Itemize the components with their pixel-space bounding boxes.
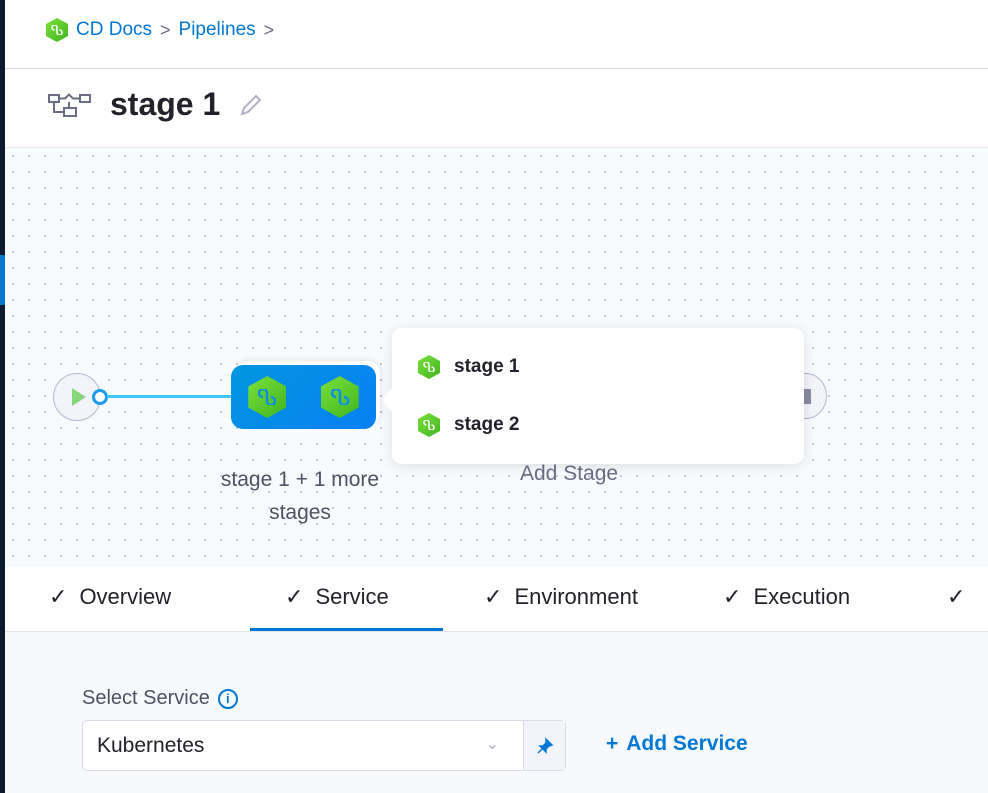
tab-label: Overview xyxy=(79,584,172,609)
label-text: Select Service xyxy=(82,687,210,709)
check-icon: ✓ xyxy=(947,584,966,609)
check-icon: ✓ xyxy=(723,584,742,609)
page-header: stage 1 xyxy=(48,86,264,123)
grouped-stage-node[interactable] xyxy=(231,365,376,429)
cd-module-icon xyxy=(46,18,68,42)
deploy-stage-icon xyxy=(418,413,440,437)
deploy-stage-icon xyxy=(320,376,359,418)
stage-tabs: ✓ Overview ✓ Service ✓ Environment ✓ Executi… xyxy=(5,568,988,632)
stop-icon xyxy=(804,389,811,404)
breadcrumb: CD Docs > Pipelines > xyxy=(46,18,274,42)
check-icon: ✓ xyxy=(285,584,304,609)
select-service-label: Select Service i xyxy=(82,687,238,710)
popup-item-label: stage 2 xyxy=(454,414,520,435)
deploy-stage-icon xyxy=(248,376,287,418)
info-icon[interactable]: i xyxy=(217,688,238,709)
check-icon: ✓ xyxy=(484,584,503,609)
pipeline-stage-icon xyxy=(48,92,91,117)
left-nav-strip xyxy=(0,0,5,793)
chevron-right-icon: > xyxy=(160,19,171,40)
tab-next-partial[interactable]: ✓ xyxy=(947,584,965,610)
stage-group-popup: stage 1 stage 2 xyxy=(382,328,804,464)
edit-pencil-icon[interactable] xyxy=(238,92,264,118)
plus-icon: + xyxy=(606,732,619,755)
active-tab-underline xyxy=(250,628,443,631)
check-icon: ✓ xyxy=(49,584,68,609)
chevron-down-icon[interactable]: ⌄ xyxy=(485,736,499,753)
tab-execution[interactable]: ✓ Execution xyxy=(723,584,850,610)
popup-item-stage-2[interactable]: stage 2 xyxy=(418,413,519,437)
breadcrumb-pipelines[interactable]: Pipelines xyxy=(178,19,256,40)
popup-item-stage-1[interactable]: stage 1 xyxy=(418,355,519,379)
connector-port[interactable] xyxy=(92,389,108,405)
deploy-stage-icon xyxy=(418,355,440,379)
page-title: stage 1 xyxy=(110,86,221,122)
service-select[interactable]: Kubernetes ⌄ xyxy=(82,720,566,771)
service-select-value: Kubernetes xyxy=(97,734,205,757)
tab-service[interactable]: ✓ Service xyxy=(285,584,389,610)
chevron-right-icon: > xyxy=(263,19,275,40)
grouped-stage-label: stage 1 + 1 more stages xyxy=(220,468,380,524)
add-service-label: Add Service xyxy=(626,732,748,755)
breadcrumb-cd-docs[interactable]: CD Docs xyxy=(76,19,153,40)
add-service-button[interactable]: + Add Service xyxy=(606,732,748,756)
divider xyxy=(5,68,988,69)
add-stage-button[interactable]: Add Stage xyxy=(520,462,619,485)
tab-overview[interactable]: ✓ Overview xyxy=(49,584,171,610)
pipeline-start-node[interactable] xyxy=(53,373,101,421)
connector-line xyxy=(107,395,232,398)
popup-item-label: stage 1 xyxy=(454,356,520,377)
play-icon xyxy=(72,388,86,406)
tab-label: Environment xyxy=(514,584,638,609)
pin-icon[interactable] xyxy=(523,721,565,770)
tab-label: Service xyxy=(315,584,389,609)
tab-environment[interactable]: ✓ Environment xyxy=(484,584,638,610)
left-nav-active-indicator xyxy=(0,255,5,305)
tab-label: Execution xyxy=(753,584,851,609)
